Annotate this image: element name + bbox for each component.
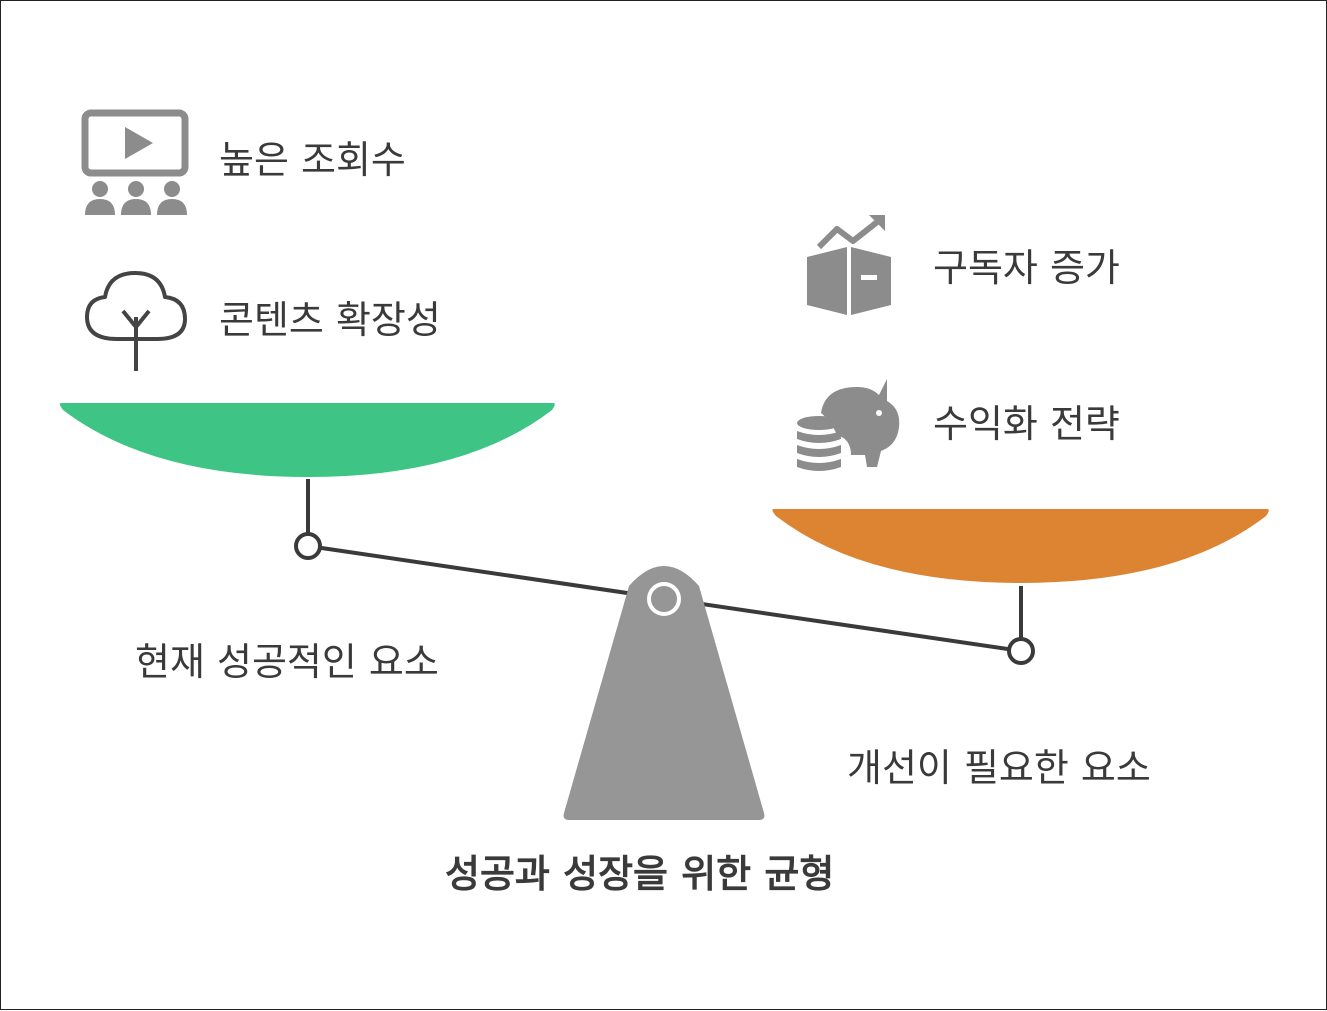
video-audience-icon	[81, 109, 191, 221]
right-item-label: 수익화 전략	[933, 402, 1120, 446]
left-pivot	[294, 532, 322, 560]
left-item-label: 높은 조회수	[219, 138, 406, 182]
tree-icon	[83, 269, 189, 377]
fulcrum-pivot	[647, 582, 681, 616]
left-pan	[59, 403, 555, 477]
left-item-label: 콘텐츠 확장성	[219, 298, 441, 342]
fulcrum	[563, 566, 765, 820]
right-group-label: 개선이 필요한 요소	[847, 746, 1151, 790]
right-pan	[772, 509, 1269, 583]
piggy-bank-coins-icon	[795, 373, 903, 485]
growth-box-icon	[803, 213, 895, 325]
right-item-label: 구독자 증가	[933, 246, 1120, 290]
left-group-label: 현재 성공적인 요소	[135, 640, 439, 684]
right-pivot	[1007, 637, 1035, 665]
diagram-title: 성공과 성장을 위한 균형	[445, 852, 835, 896]
